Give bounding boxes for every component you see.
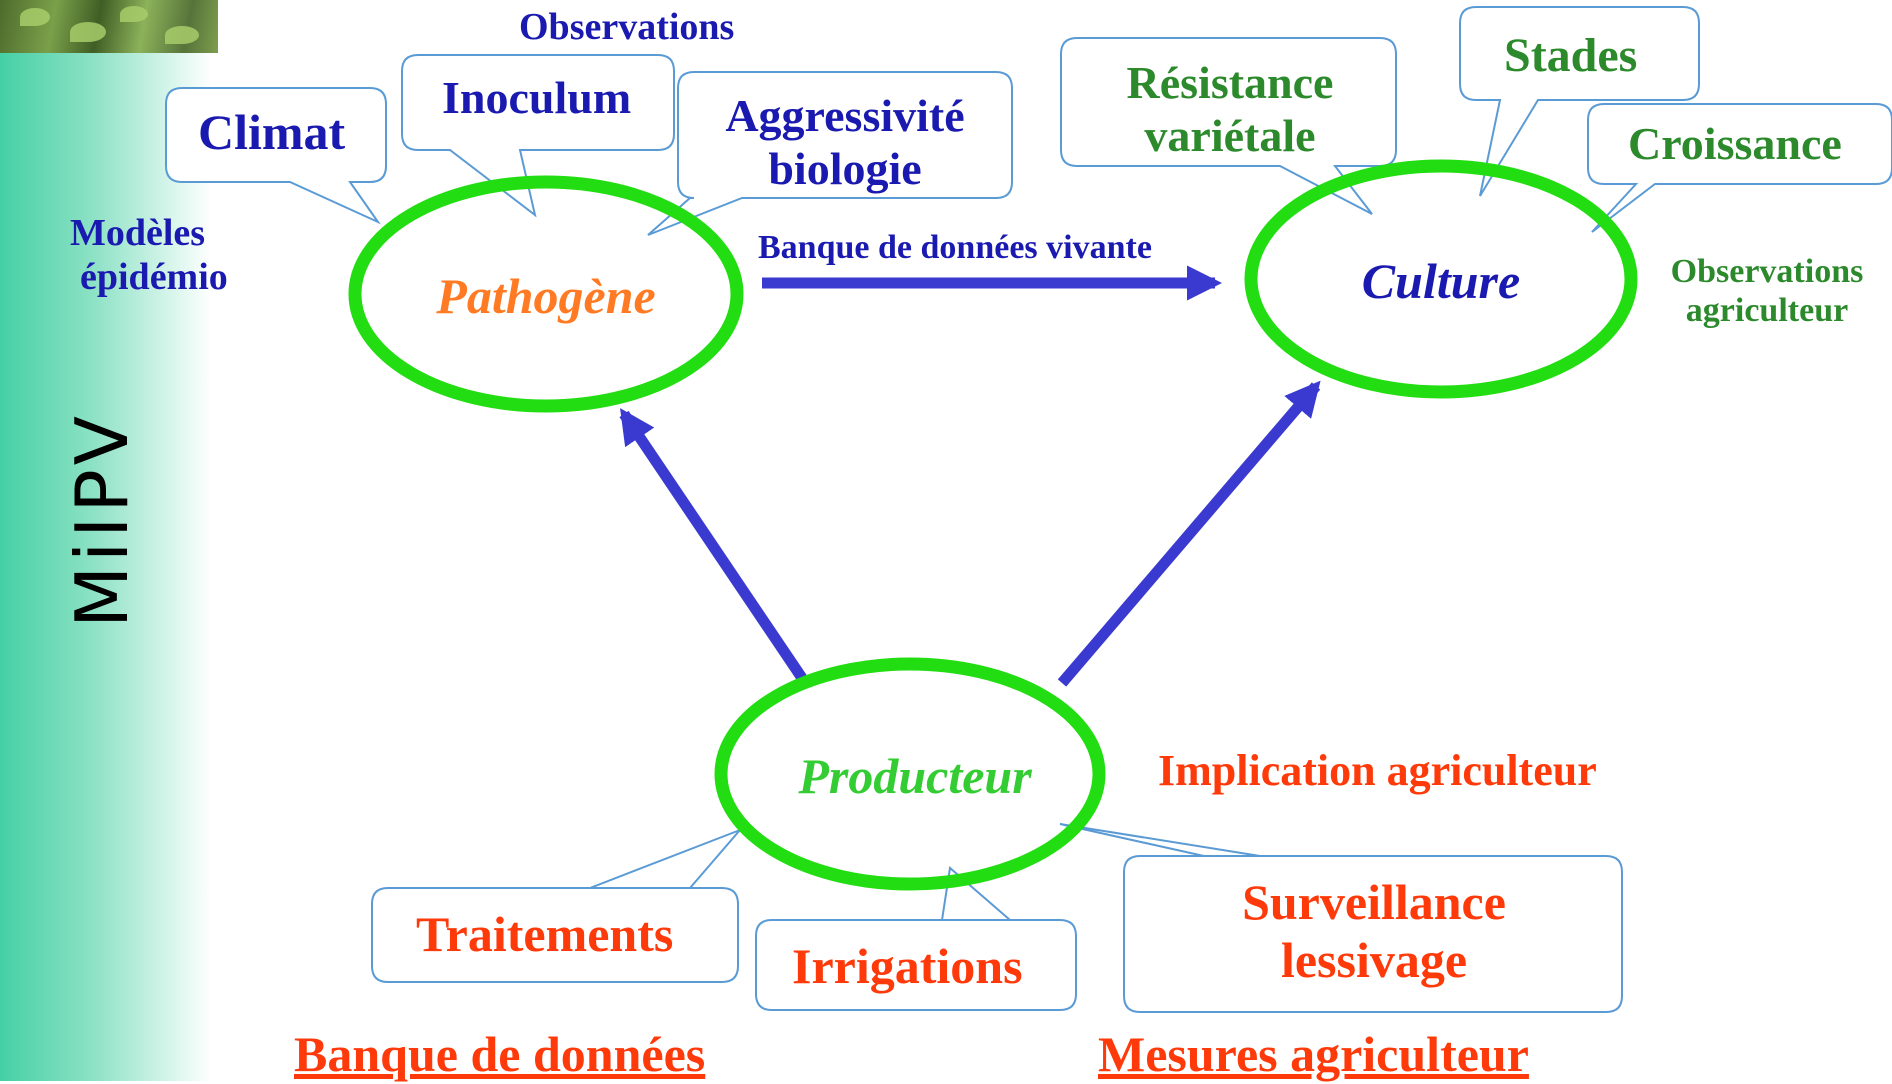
banque-de-donnees-label: Banque de données [294, 1026, 706, 1082]
mesures-agriculteur-label: Mesures agriculteur [1098, 1026, 1529, 1082]
sidebar-panel [0, 53, 212, 1081]
node-ring-culture [1244, 159, 1638, 399]
node-producteur: Producteur [798, 748, 1032, 804]
observations-agriculteur-label: Observations agriculteur [1670, 253, 1864, 330]
callout-traitements [371, 829, 741, 983]
modeles-epidemio-label: Modèles épidémio [70, 212, 228, 298]
node-ring-producteur [714, 657, 1106, 891]
arrow-producteur-culture [1057, 380, 1321, 687]
node-pathogene: Pathogène [436, 268, 656, 324]
node-ring-pathogene [348, 175, 744, 413]
traitements-label: Traitements [416, 906, 674, 962]
aggressivite-label: Aggressivité biologie [725, 90, 965, 194]
arrow-producteur-pathogene [619, 408, 807, 682]
callout-stades [1459, 6, 1700, 197]
stades-label: Stades [1504, 29, 1638, 82]
implication-agriculteur-label: Implication agriculteur [1158, 746, 1597, 795]
croissance-label: Croissance [1628, 118, 1842, 169]
callout-irrigations [755, 866, 1077, 1011]
node-culture: Culture [1361, 253, 1521, 309]
crop-photo [0, 0, 218, 53]
inoculum-label: Inoculum [442, 72, 632, 123]
callout-croissance [1587, 103, 1892, 233]
climat-label: Climat [198, 104, 346, 160]
callout-surveillance [1059, 823, 1623, 1013]
surveillance-label: Surveillance lessivage [1242, 874, 1506, 988]
callout-climat [165, 87, 387, 225]
irrigations-label: Irrigations [792, 938, 1023, 994]
banque-vivante-label: Banque de données vivante [758, 229, 1152, 266]
observations-label: Observations [519, 6, 735, 48]
resistance-label: Résistance variétale [1126, 57, 1334, 161]
callout-resistance [1060, 37, 1397, 215]
